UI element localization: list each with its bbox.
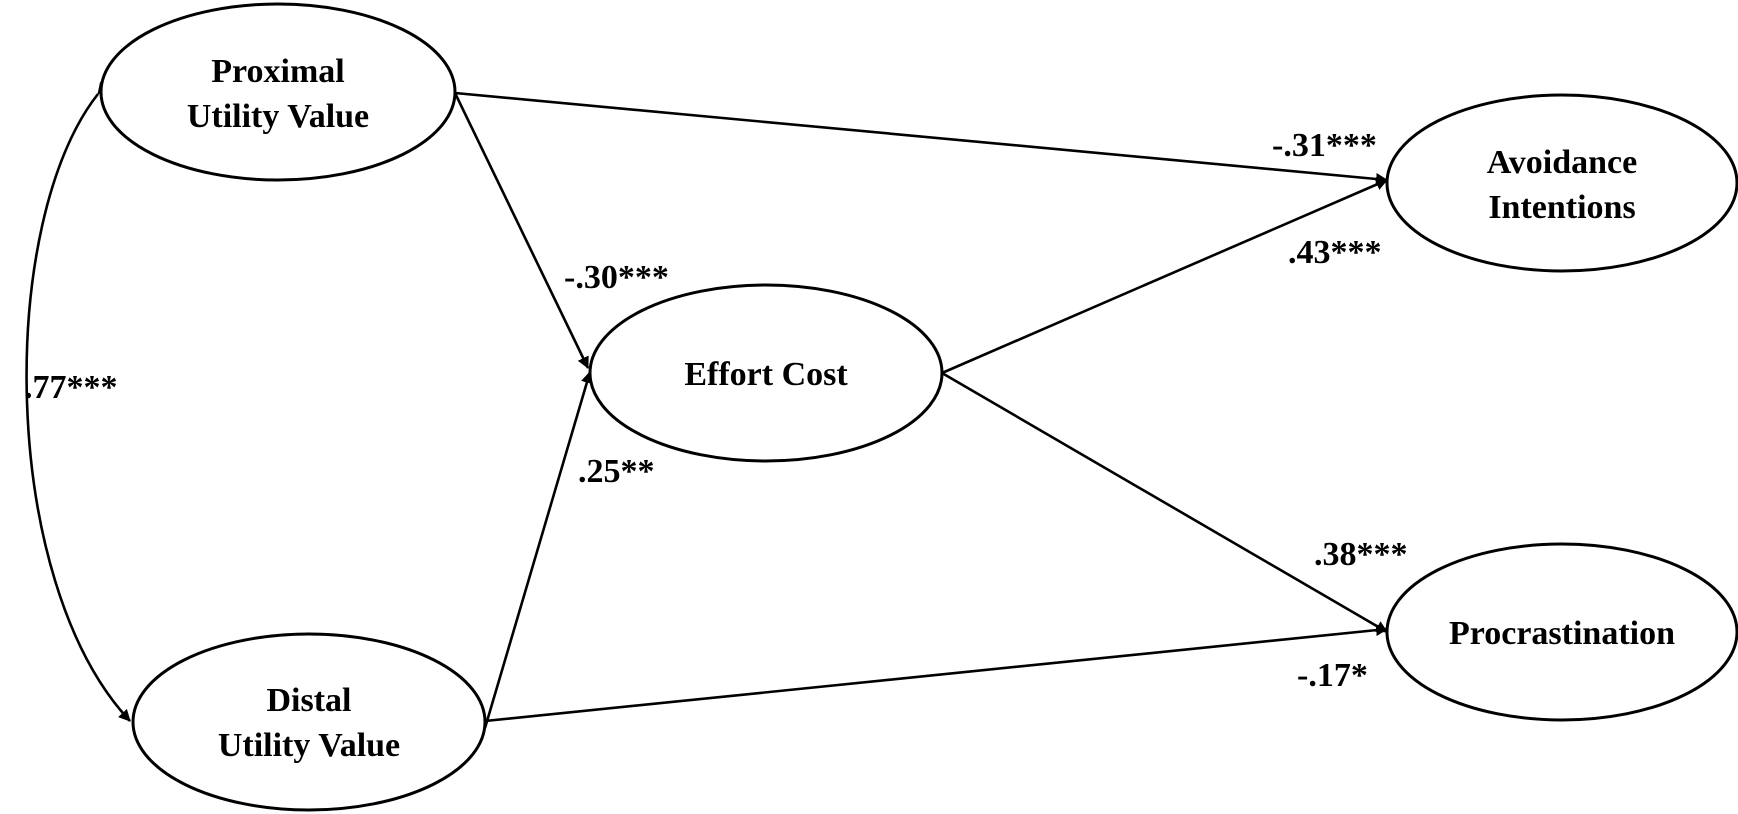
edge-distal-effort bbox=[483, 371, 593, 729]
coef-proximal-effort: -.30*** bbox=[564, 259, 669, 296]
edge-distal-procrastination bbox=[484, 624, 1388, 723]
node-distal-line2: Utility Value bbox=[218, 727, 400, 764]
node-effort-line1: Effort Cost bbox=[684, 356, 848, 393]
coef-proximal-avoidance: -.31*** bbox=[1272, 127, 1377, 164]
node-procrastination-line1: Procrastination bbox=[1449, 615, 1675, 652]
node-proximal-utility-value: Proximal Utility Value bbox=[99, 2, 457, 182]
coef-distal-effort: .25** bbox=[578, 453, 655, 490]
node-procrastination: Procrastination bbox=[1385, 542, 1738, 722]
node-distal-line1: Distal bbox=[267, 682, 352, 719]
node-avoidance-line1: Avoidance bbox=[1487, 144, 1637, 181]
edge-proximal-avoidance bbox=[454, 91, 1388, 185]
coef-proximal-distal: .77*** bbox=[24, 369, 118, 406]
coef-effort-procrastination: .38*** bbox=[1314, 536, 1408, 573]
node-avoidance-line2: Intentions bbox=[1488, 189, 1635, 226]
node-proximal-line1: Proximal bbox=[211, 53, 344, 90]
node-effort-cost: Effort Cost bbox=[588, 283, 944, 463]
coef-effort-avoidance: .43*** bbox=[1288, 234, 1382, 271]
node-avoidance-intentions: Avoidance Intentions bbox=[1385, 93, 1738, 273]
edge-effort-procrastination bbox=[941, 371, 1388, 634]
node-distal-utility-value: Distal Utility Value bbox=[131, 632, 487, 812]
edge-proximal-effort bbox=[453, 92, 590, 369]
edge-proximal-distal bbox=[25, 81, 131, 722]
edge-effort-avoidance bbox=[941, 178, 1388, 375]
node-proximal-line2: Utility Value bbox=[187, 98, 369, 135]
coef-distal-procrastination: -.17* bbox=[1297, 657, 1368, 694]
